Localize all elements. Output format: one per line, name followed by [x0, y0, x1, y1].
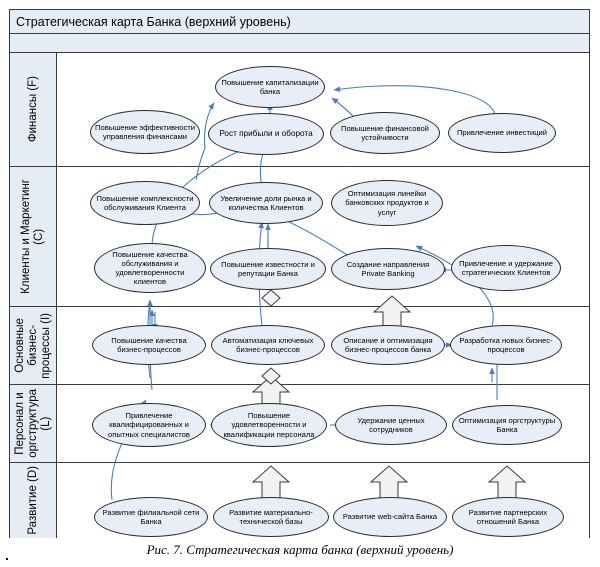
row-label-clients-text: Клиенты и Маркетинг (С) — [20, 179, 45, 294]
node-l-orgstructure[interactable]: Оптимизация оргструктуры Банка — [452, 405, 562, 445]
node-d-website[interactable]: Развитие web-сайта Банка — [333, 497, 447, 537]
node-l-hiring[interactable]: Привлечение квалифицированных и опытных … — [92, 403, 206, 447]
node-f-investments[interactable]: Привлечение инвестиций — [448, 113, 556, 153]
node-l-retention[interactable]: Удержание ценных сотрудников — [335, 405, 447, 445]
row-label-processes-text: Основные бизнес- процессы (I) — [13, 312, 52, 379]
node-c-private-banking[interactable]: Создание направления Private Banking — [331, 248, 445, 290]
node-c-service-quality[interactable]: Повышение качества обслуживания и удовле… — [94, 243, 206, 293]
row-label-clients: Клиенты и Маркетинг (С) — [10, 167, 57, 306]
node-c-market-share[interactable]: Увеличение доли рынка и количества Клиен… — [209, 182, 323, 224]
node-i-bp-quality[interactable]: Повышение качества бизнес-процессов — [92, 325, 206, 365]
node-f-stability[interactable]: Повышение финансовой устойчивости — [330, 112, 440, 154]
row-label-development-text: Развитие (D) — [26, 466, 39, 535]
row-label-finance-text: Финансы (F) — [26, 76, 39, 143]
row-label-personnel-text: Персонал и оргструктура (L) — [13, 389, 52, 458]
node-c-complexity[interactable]: Повышение комплексности обслуживания Кли… — [90, 181, 200, 225]
node-f-capitalization[interactable]: Повышение капитализации банка — [215, 66, 325, 108]
node-c-reputation[interactable]: Повышение известности и репутации Банка — [210, 248, 326, 290]
node-c-product-line[interactable]: Оптимизация линейки банковских продуктов… — [331, 180, 443, 226]
node-i-bp-automation[interactable]: Автоматизация ключевых бизнес-процессов — [211, 325, 325, 365]
node-l-satisfaction[interactable]: Повышение удовлетворенности и квалификац… — [211, 403, 327, 447]
page-title: Стратегическая карта Банка (верхний уров… — [16, 14, 291, 29]
node-f-efficiency[interactable]: Повышение эффективности управления финан… — [90, 110, 200, 154]
row-label-development: Развитие (D) — [10, 463, 57, 538]
map-title-bar: Стратегическая карта Банка (верхний уров… — [10, 10, 589, 34]
node-c-strategic-clients[interactable]: Привлечение и удержание стратегических К… — [451, 245, 561, 291]
node-f-profit[interactable]: Рост прибыли и оборота — [208, 113, 324, 155]
row-label-processes: Основные бизнес- процессы (I) — [10, 307, 57, 384]
node-d-material-base[interactable]: Развитие материально-технической базы — [213, 497, 329, 537]
node-d-branch-network[interactable]: Развитие филиальной сети Банка — [94, 497, 208, 537]
map-subtitle-bar — [10, 34, 589, 53]
figure-caption: Рис. 7. Стратегическая карта банка (верх… — [146, 542, 454, 557]
node-i-bp-new[interactable]: Разработка новых бизнес-процессов — [450, 325, 562, 365]
node-d-partnerships[interactable]: Развитие партнерских отношений Банка — [452, 497, 564, 537]
node-i-bp-description[interactable]: Описание и оптимизация бизнес-процессов … — [331, 325, 445, 365]
row-label-finance: Финансы (F) — [10, 53, 57, 166]
row-label-personnel: Персонал и оргструктура (L) — [10, 385, 57, 462]
page-corner-mark — [6, 558, 8, 560]
